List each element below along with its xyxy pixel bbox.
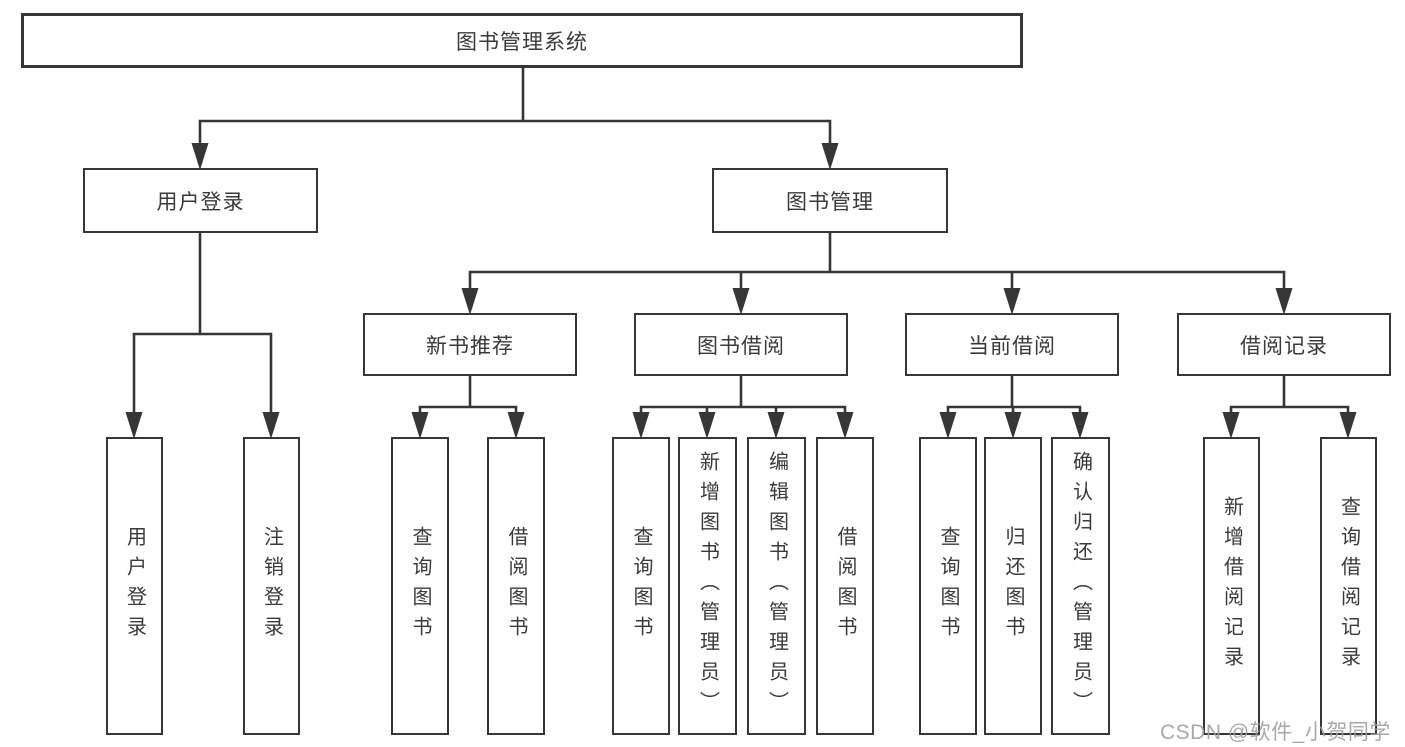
connector-current-borrow-to-leaves: [939, 374, 1089, 439]
node-label-system-root: 图书管理系统: [456, 30, 588, 54]
arrowhead-down-icon: [1003, 288, 1021, 315]
node-box-borrowing-records: 借阅记录: [1177, 313, 1391, 376]
arrowhead-down-icon: [411, 412, 429, 439]
leaf-box-confirm-return-admin: 确认归还（管理员）: [1051, 437, 1110, 735]
arrowhead-down-icon: [1222, 412, 1240, 439]
leaf-label-borrow-books-recommend: 借阅图书: [505, 526, 527, 646]
leaf-box-query-borrow-record: 查询借阅记录: [1320, 437, 1377, 735]
leaf-box-borrow-books: 借阅图书: [816, 437, 874, 735]
node-box-book-management: 图书管理: [712, 168, 948, 233]
leaf-box-add-books-admin: 新增图书（管理员）: [678, 437, 737, 735]
leaf-label-query-books-recommend: 查询图书: [409, 526, 431, 646]
leaf-box-edit-books-admin: 编辑图书（管理员）: [747, 437, 806, 735]
node-label-current-borrowing: 当前借阅: [968, 334, 1056, 358]
leaf-box-logout: 注销登录: [243, 437, 300, 735]
node-label-book-management: 图书管理: [786, 190, 874, 214]
node-label-user-login-module: 用户登录: [156, 190, 245, 214]
leaf-label-query-books-current: 查询图书: [937, 526, 959, 646]
arrowhead-down-icon: [1071, 412, 1089, 439]
leaf-box-return-books: 归还图书: [984, 437, 1042, 735]
arrowhead-down-icon: [836, 412, 854, 439]
node-box-current-borrowing: 当前借阅: [905, 313, 1119, 376]
connector-line: [468, 231, 1286, 307]
node-box-new-book-recommend: 新书推荐: [363, 313, 577, 376]
connector-line: [1229, 374, 1350, 431]
arrowhead-down-icon: [262, 412, 280, 439]
node-box-book-borrowing: 图书借阅: [634, 313, 848, 376]
arrowhead-down-icon: [732, 288, 750, 315]
connector-line: [418, 374, 518, 431]
node-label-book-borrowing: 图书借阅: [697, 334, 785, 358]
arrowhead-down-icon: [461, 288, 479, 315]
leaf-box-add-borrow-record: 新增借阅记录: [1203, 437, 1260, 735]
arrowhead-down-icon: [507, 412, 525, 439]
leaf-label-confirm-return-admin: 确认归还（管理员）: [1069, 451, 1092, 721]
leaf-label-add-books-admin: 新增图书（管理员）: [696, 451, 719, 721]
arrowhead-down-icon: [767, 412, 785, 439]
arrowhead-down-icon: [1004, 412, 1022, 439]
arrowhead-down-icon: [939, 412, 957, 439]
leaf-label-return-books: 归还图书: [1002, 526, 1024, 646]
connector-root-to-level2: [191, 66, 839, 170]
arrowhead-down-icon: [1275, 288, 1293, 315]
leaf-box-query-books-recommend: 查询图书: [391, 437, 449, 735]
arrowhead-down-icon: [191, 143, 209, 170]
connector-book-mgmt-to-modules: [461, 231, 1293, 315]
leaf-box-user-login: 用户登录: [106, 437, 163, 735]
leaf-box-query-books-current: 查询图书: [919, 437, 977, 735]
node-box-user-login-module: 用户登录: [83, 168, 318, 233]
leaf-label-borrow-books: 借阅图书: [834, 526, 856, 646]
leaf-label-logout: 注销登录: [260, 526, 283, 646]
connector-borrow-record-to-leaves: [1222, 374, 1357, 439]
arrowhead-down-icon: [632, 412, 650, 439]
leaf-box-borrow-books-recommend: 借阅图书: [487, 437, 545, 735]
node-label-borrowing-records: 借阅记录: [1240, 334, 1328, 358]
arrowhead-down-icon: [1339, 412, 1357, 439]
leaf-box-query-books-borrowing: 查询图书: [612, 437, 670, 735]
connector-new-book-to-leaves: [411, 374, 525, 439]
arrowhead-down-icon: [125, 412, 143, 439]
leaf-label-query-borrow-record: 查询借阅记录: [1337, 496, 1360, 676]
connector-user-login-to-leaves: [125, 231, 280, 439]
leaf-label-user-login: 用户登录: [123, 526, 146, 646]
connector-line: [132, 231, 273, 431]
connector-line: [639, 374, 847, 431]
connector-line: [198, 66, 832, 162]
connector-book-borrow-to-leaves: [632, 374, 854, 439]
leaf-label-edit-books-admin: 编辑图书（管理员）: [765, 451, 788, 721]
arrowhead-down-icon: [821, 143, 839, 170]
arrowhead-down-icon: [698, 412, 716, 439]
node-box-system-root: 图书管理系统: [21, 13, 1023, 68]
leaf-label-query-books-borrowing: 查询图书: [630, 526, 652, 646]
node-label-new-book-recommend: 新书推荐: [426, 334, 514, 358]
leaf-label-add-borrow-record: 新增借阅记录: [1220, 496, 1243, 676]
watermark: CSDN @软件_小贺同学: [1160, 721, 1391, 744]
